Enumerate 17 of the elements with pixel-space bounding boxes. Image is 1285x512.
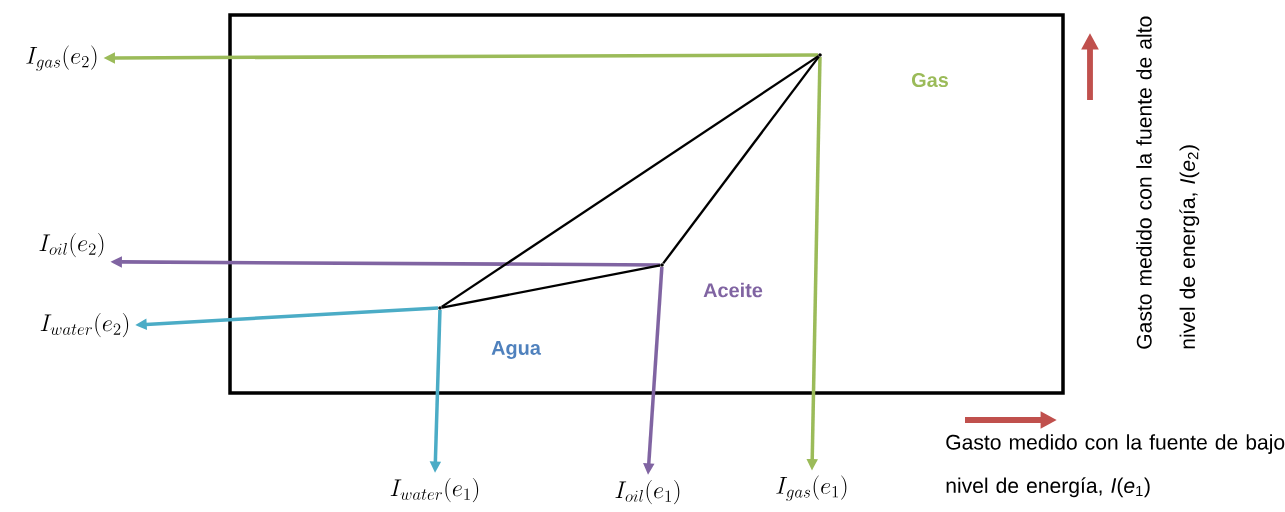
axis-caption: Gasto medido con la fuente de alto nivel de energía, I(e$_{2}$) <box>1136 16 1200 349</box>
formula-label: $I_{gas}(e_2)$ <box>26 45 97 71</box>
formula-label: $I_{oil}(e_2)$ <box>39 232 104 258</box>
triangle-side <box>662 55 820 265</box>
triangle-side <box>441 264 661 309</box>
formula-label: $I_{oil}(e_1)$ <box>615 479 680 505</box>
vertex-point <box>818 53 822 57</box>
region-label: Agua <box>491 341 542 359</box>
region-label: Aceite <box>703 282 763 298</box>
vertex-point <box>438 306 442 310</box>
triangle-side <box>441 55 819 308</box>
axis-caption: Gasto medido con la fuente de bajo nivel de energía, I(e$_{1}$) <box>946 434 1285 498</box>
region-label: Gas <box>912 72 948 88</box>
formula-label: $I_{water}(e_2)$ <box>40 312 129 338</box>
vertex-point <box>660 263 664 267</box>
formula-label: $I_{water}(e_1)$ <box>390 477 479 503</box>
formula-label: $I_{gas}(e_1)$ <box>776 475 847 501</box>
